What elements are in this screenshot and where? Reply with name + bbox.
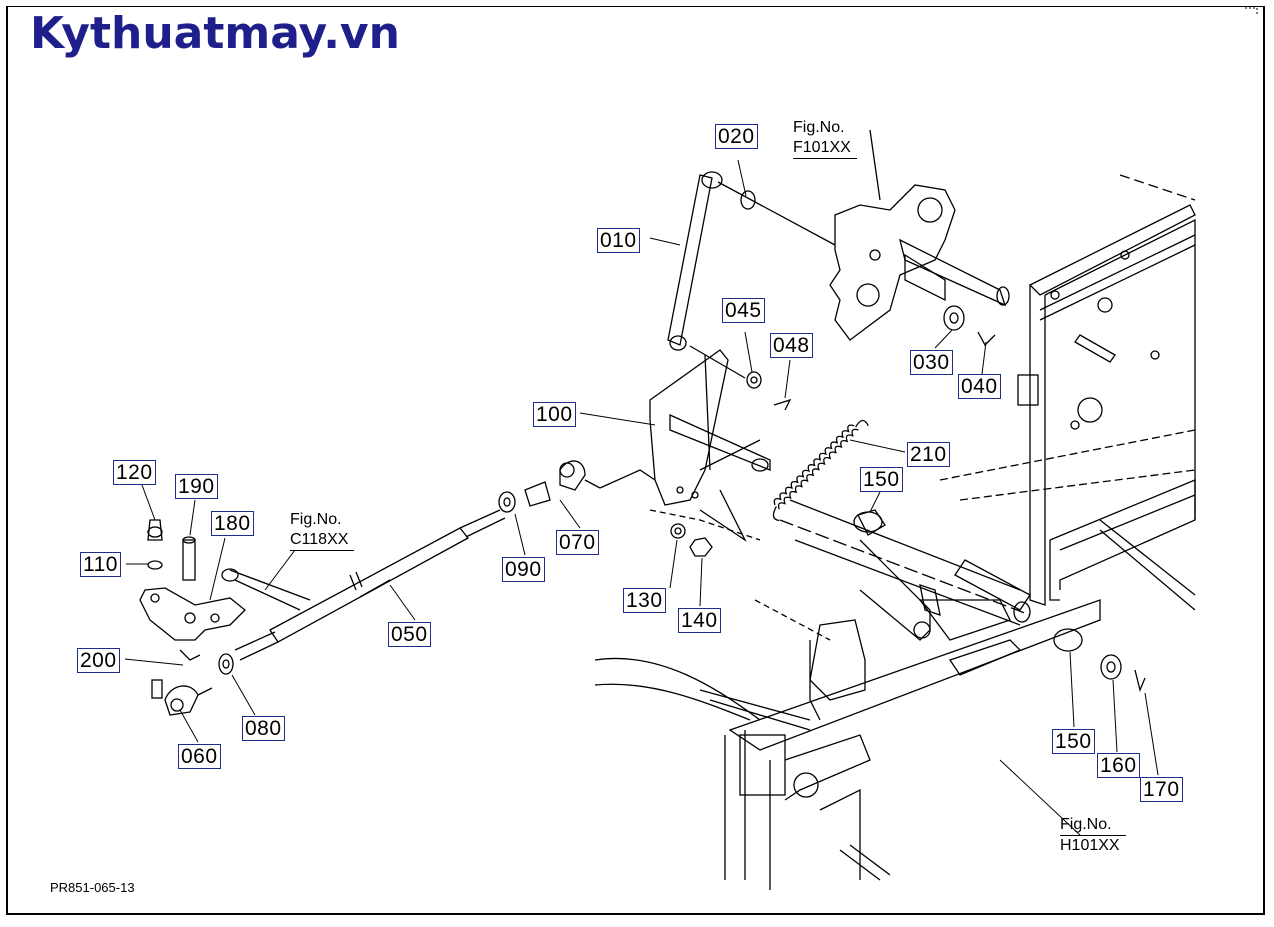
part-label[interactable]: 130 <box>623 588 666 613</box>
brand-title: Kythuatmay.vn <box>30 8 400 59</box>
part-label[interactable]: 210 <box>907 442 950 467</box>
part-label[interactable]: 180 <box>211 511 254 536</box>
figref-c118: Fig.No. C118XX <box>290 510 355 551</box>
part-label[interactable]: 120 <box>113 460 156 485</box>
part-label[interactable]: 060 <box>178 744 221 769</box>
figref-f101: Fig.No. F101XX <box>793 118 857 159</box>
part-label[interactable]: 110 <box>80 552 121 577</box>
figref-h101: Fig.No. H101XX <box>1060 815 1126 856</box>
part-label[interactable]: 010 <box>597 228 640 253</box>
part-label[interactable]: 080 <box>242 716 285 741</box>
part-label[interactable]: 070 <box>556 530 599 555</box>
part-label[interactable]: 050 <box>388 622 431 647</box>
part-label[interactable]: 170 <box>1140 777 1183 802</box>
corner-mark <box>1245 7 1258 14</box>
part-label[interactable]: 020 <box>715 124 758 149</box>
part-label[interactable]: 160 <box>1097 753 1140 778</box>
part-label[interactable]: 190 <box>175 474 218 499</box>
part-label[interactable]: 150 <box>860 467 903 492</box>
part-label[interactable]: 040 <box>958 374 1001 399</box>
part-label[interactable]: 048 <box>770 333 813 358</box>
part-label[interactable]: 140 <box>678 608 721 633</box>
drawing-code: PR851-065-13 <box>50 880 135 895</box>
part-label[interactable]: 090 <box>502 557 545 582</box>
part-label[interactable]: 200 <box>77 648 120 673</box>
part-label[interactable]: 150 <box>1052 729 1095 754</box>
drawing-frame <box>6 6 1265 915</box>
part-label[interactable]: 100 <box>533 402 576 427</box>
part-label[interactable]: 030 <box>910 350 953 375</box>
part-label[interactable]: 045 <box>722 298 765 323</box>
